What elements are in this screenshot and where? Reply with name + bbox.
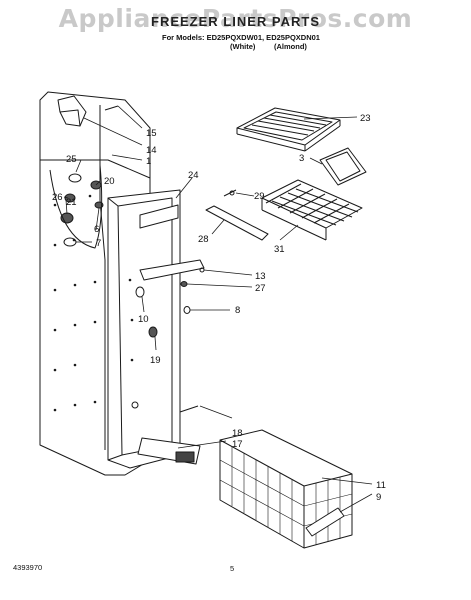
model-numbers: For Models: ED25PQXDW01, ED25PQXDN01 bbox=[162, 33, 320, 42]
basket-handle bbox=[305, 507, 345, 537]
callout-26: 26 bbox=[52, 192, 63, 203]
wire-shelf-top bbox=[236, 107, 341, 152]
callout-21: 21 bbox=[66, 197, 77, 208]
callout-10: 10 bbox=[138, 314, 149, 325]
callout-24: 24 bbox=[188, 170, 199, 181]
callout-31: 31 bbox=[274, 244, 285, 255]
top-bracket bbox=[57, 95, 119, 127]
callout-7: 7 bbox=[96, 238, 101, 249]
color-almond-label: (Almond) bbox=[274, 42, 307, 51]
callout-15: 15 bbox=[146, 128, 157, 139]
freezer-liner bbox=[39, 91, 181, 476]
wire-basket-shelf bbox=[261, 179, 363, 241]
shelf-glass bbox=[319, 147, 367, 186]
page-number: 5 bbox=[230, 564, 235, 573]
callout-8: 8 bbox=[235, 305, 240, 316]
liner-plugs bbox=[135, 286, 158, 338]
part-callouts: 15 14 1 25 20 26 21 6 7 24 23 3 29 28 31… bbox=[52, 113, 386, 503]
callout-14: 14 bbox=[146, 145, 157, 156]
callout-9: 9 bbox=[376, 492, 381, 503]
callout-19: 19 bbox=[150, 355, 161, 366]
callout-6: 6 bbox=[94, 224, 99, 235]
color-white-label: (White) bbox=[230, 42, 256, 51]
callout-20: 20 bbox=[104, 176, 115, 187]
callout-27: 27 bbox=[255, 283, 266, 294]
shelf-support bbox=[205, 189, 269, 241]
callout-23: 23 bbox=[360, 113, 371, 124]
leader-lines bbox=[63, 105, 373, 513]
freezer-basket bbox=[219, 429, 353, 549]
page-title: FREEZER LINER PARTS bbox=[151, 14, 320, 29]
document-number: 4393970 bbox=[13, 563, 43, 572]
callout-1: 1 bbox=[146, 156, 151, 167]
front-trim bbox=[137, 405, 201, 465]
callout-11: 11 bbox=[376, 480, 386, 491]
callout-17: 17 bbox=[232, 439, 243, 450]
watermark: AppliancePartsPros.com bbox=[58, 4, 413, 33]
callout-13: 13 bbox=[255, 271, 266, 282]
callout-29: 29 bbox=[254, 191, 265, 202]
callout-18: 18 bbox=[232, 428, 243, 439]
callout-3: 3 bbox=[299, 153, 304, 164]
callout-25: 25 bbox=[66, 154, 77, 165]
small-fasteners bbox=[139, 259, 205, 314]
callout-28: 28 bbox=[198, 234, 209, 245]
